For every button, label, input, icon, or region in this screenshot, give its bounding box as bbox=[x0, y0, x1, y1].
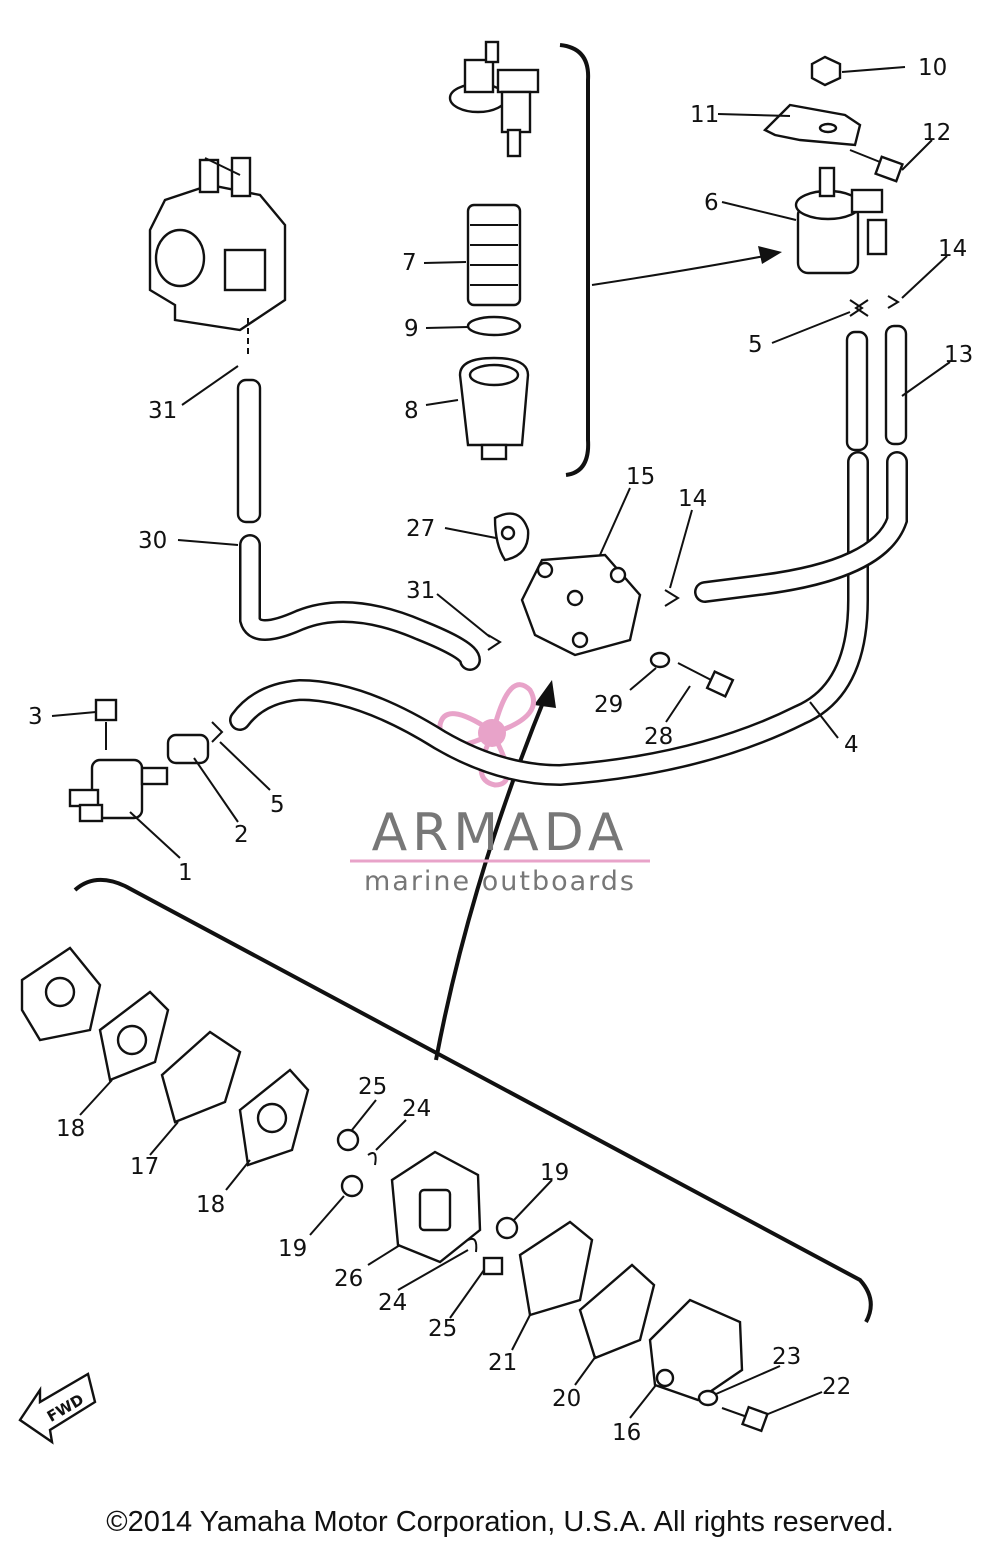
propeller-hub bbox=[478, 719, 506, 747]
label-24b: 24 bbox=[378, 1290, 407, 1316]
valve-drawing bbox=[367, 1152, 377, 1166]
fuel-hose-31-drawing bbox=[236, 378, 262, 524]
diaphragm-20-drawing bbox=[578, 1263, 656, 1360]
label-18b: 18 bbox=[196, 1192, 225, 1218]
diaphragm-18b-drawing bbox=[238, 1068, 310, 1167]
filter-group-arrow bbox=[591, 254, 771, 286]
pump-bolt-drawing bbox=[677, 662, 735, 698]
label-30: 30 bbox=[138, 528, 167, 554]
label-31a: 31 bbox=[148, 398, 177, 424]
label-8: 8 bbox=[404, 398, 419, 424]
label-26: 26 bbox=[334, 1266, 363, 1292]
diaphragm-18-drawing bbox=[98, 990, 170, 1082]
arrowhead bbox=[534, 680, 556, 708]
valve-drawing bbox=[467, 1237, 478, 1253]
screw-22-drawing bbox=[721, 1405, 770, 1433]
copyright-notice: ©2014 Yamaha Motor Corporation, U.S.A. A… bbox=[106, 1506, 894, 1538]
label-3: 3 bbox=[28, 704, 43, 730]
pump-group-bracket bbox=[73, 878, 873, 1323]
label-14a: 14 bbox=[938, 236, 967, 262]
label-18a: 18 bbox=[56, 1116, 85, 1142]
label-7: 7 bbox=[402, 250, 417, 276]
label-19b: 19 bbox=[540, 1160, 569, 1186]
pump-base-plate-drawing bbox=[20, 946, 102, 1042]
label-24a: 24 bbox=[402, 1096, 431, 1122]
fuel-pump-assembly-drawing bbox=[493, 512, 642, 657]
fuel-hose-13-drawing bbox=[845, 324, 908, 452]
fuel-filter-assembly-drawing bbox=[794, 166, 888, 275]
label-25a: 25 bbox=[358, 1074, 387, 1100]
label-1: 1 bbox=[178, 860, 193, 886]
label-11: 11 bbox=[690, 102, 719, 128]
label-17: 17 bbox=[130, 1154, 159, 1180]
clip-drawing bbox=[487, 634, 502, 651]
nut-drawing bbox=[340, 1174, 364, 1198]
watermark-title: ARMADA bbox=[372, 803, 629, 863]
fuel-joint-drawing bbox=[68, 758, 169, 823]
label-2: 2 bbox=[234, 822, 249, 848]
washer-drawing bbox=[697, 1389, 719, 1407]
fwd-direction-marker: FWD bbox=[18, 1372, 97, 1445]
nut-drawing bbox=[810, 55, 842, 87]
filter-cup-drawing bbox=[458, 356, 530, 461]
arrowhead bbox=[758, 246, 782, 264]
watermark-subtitle: marine outboards bbox=[364, 866, 636, 897]
label-5b: 5 bbox=[270, 792, 285, 818]
label-21: 21 bbox=[488, 1350, 517, 1376]
leader-lines bbox=[51, 66, 951, 1419]
pump-cover-drawing bbox=[648, 1298, 744, 1402]
watermark: ARMADA marine outboards bbox=[350, 682, 650, 897]
label-22: 22 bbox=[822, 1374, 851, 1400]
label-6: 6 bbox=[704, 190, 719, 216]
washer-drawing bbox=[649, 651, 671, 669]
pump-group-arrow bbox=[434, 689, 550, 1061]
label-12: 12 bbox=[922, 120, 951, 146]
label-29: 29 bbox=[594, 692, 623, 718]
clip-drawing bbox=[664, 589, 680, 607]
filter-element-drawing bbox=[466, 203, 522, 307]
label-13: 13 bbox=[944, 342, 973, 368]
label-25b: 25 bbox=[428, 1316, 457, 1342]
screw-drawing bbox=[482, 1256, 504, 1276]
label-20: 20 bbox=[552, 1386, 581, 1412]
label-16: 16 bbox=[612, 1420, 641, 1446]
label-23: 23 bbox=[772, 1344, 801, 1370]
label-28: 28 bbox=[644, 724, 673, 750]
label-19a: 19 bbox=[278, 1236, 307, 1262]
part-labels: 10 11 12 6 14 5 13 7 9 8 31 30 27 15 14 … bbox=[28, 55, 973, 1446]
label-9: 9 bbox=[404, 316, 419, 342]
clip-drawing bbox=[849, 299, 869, 317]
nut-drawing bbox=[336, 1128, 360, 1152]
gasket-21-drawing bbox=[518, 1220, 594, 1317]
filter-housing-cap-drawing bbox=[448, 40, 540, 158]
bolt-drawing bbox=[849, 149, 904, 183]
bracket-drawing bbox=[762, 103, 862, 147]
label-5a: 5 bbox=[748, 332, 763, 358]
nut-drawing bbox=[495, 1216, 519, 1240]
gasket-2-drawing bbox=[166, 733, 210, 765]
bolt-3-drawing bbox=[94, 698, 118, 750]
carburetor-drawing bbox=[148, 156, 287, 355]
o-ring-drawing bbox=[466, 315, 522, 337]
label-15: 15 bbox=[626, 464, 655, 490]
label-10: 10 bbox=[918, 55, 947, 81]
filter-group-bracket bbox=[559, 43, 591, 477]
clip-drawing bbox=[211, 721, 224, 743]
label-4: 4 bbox=[844, 732, 859, 758]
pump-body-drawing bbox=[390, 1150, 482, 1264]
label-31b: 31 bbox=[406, 578, 435, 604]
clip-drawing bbox=[887, 295, 900, 309]
label-27: 27 bbox=[406, 516, 435, 542]
label-14b: 14 bbox=[678, 486, 707, 512]
gasket-17-drawing bbox=[160, 1030, 242, 1124]
